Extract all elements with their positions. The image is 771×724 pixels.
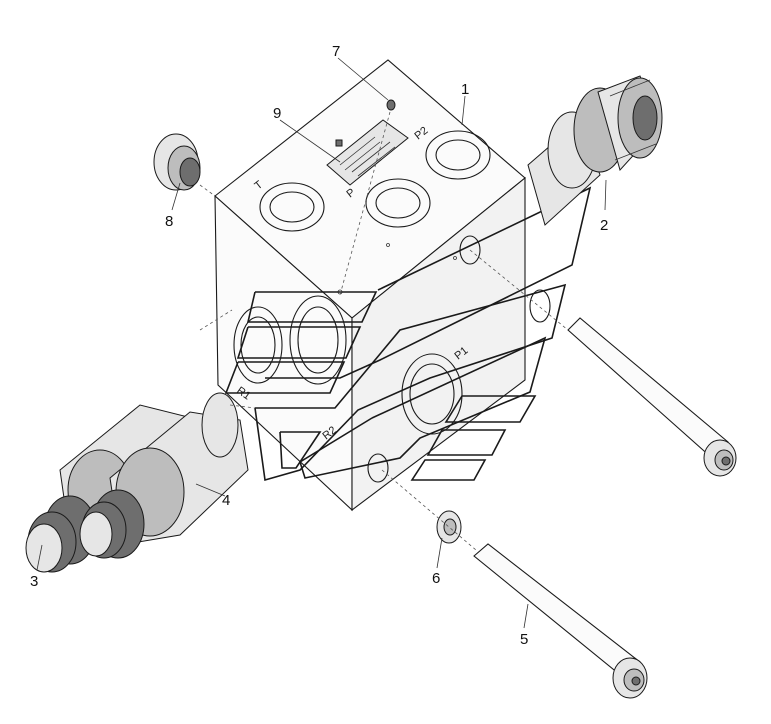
callout-2: 2	[600, 217, 608, 234]
side-bolt-hole-lower	[367, 453, 389, 483]
callout-4: 4	[222, 492, 230, 509]
callout-3: 3	[30, 573, 38, 590]
assembly-center-lines	[199, 111, 569, 551]
callout-9: 9	[273, 105, 281, 122]
pin-hole	[386, 243, 390, 247]
screw	[386, 99, 396, 111]
nameplate	[326, 119, 409, 186]
bolt-upper	[567, 317, 737, 477]
top-port-t	[259, 182, 325, 232]
side-bolt-hole-right	[529, 289, 551, 323]
pin-hole	[453, 256, 457, 260]
seal-gasket-lower	[254, 283, 567, 482]
left-port-upper	[233, 306, 283, 384]
top-port-p	[365, 178, 431, 228]
callout-5: 5	[520, 631, 528, 648]
washer	[436, 510, 462, 544]
seal-gasket-bottom	[299, 336, 547, 481]
bolt-lower	[473, 543, 648, 699]
valve-block: T P P2 R1 P1 R2	[214, 59, 551, 512]
callout-1: 1	[461, 81, 469, 98]
side-port-large	[401, 353, 463, 435]
plug-top-left	[153, 133, 201, 191]
callout-6: 6	[432, 570, 440, 587]
leader-lines	[36, 57, 607, 629]
left-port-lower	[289, 295, 347, 385]
fitting-right	[527, 75, 663, 226]
seal-gasket-middle	[224, 291, 378, 394]
callout-labels: 1 2 3 4 5 6 7 8 9	[30, 43, 608, 648]
callout-7: 7	[332, 43, 340, 60]
callout-8: 8	[165, 213, 173, 230]
fitting-left-front	[79, 392, 249, 559]
top-port-p2	[425, 130, 491, 180]
